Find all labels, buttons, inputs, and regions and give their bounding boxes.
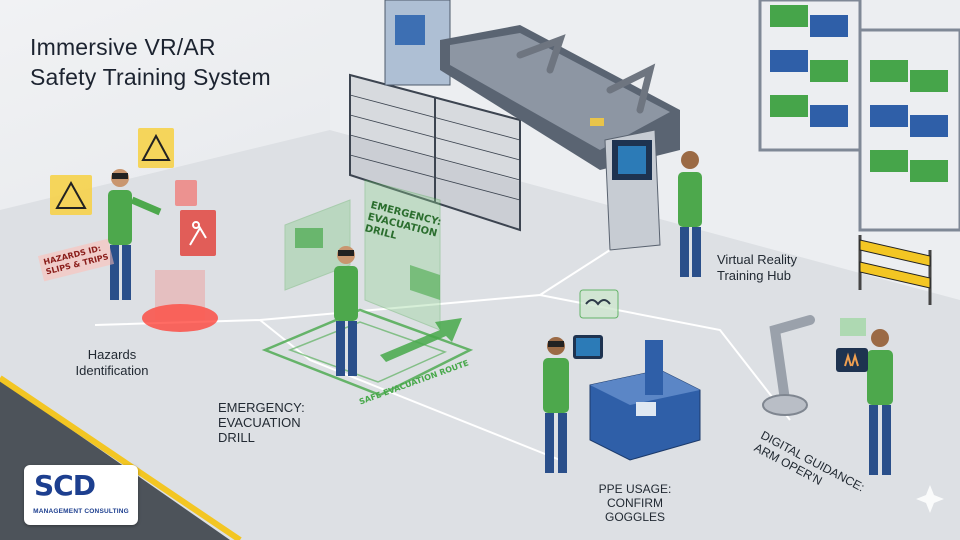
sparkle-icon [916, 485, 944, 513]
emergency-exit-icon [410, 265, 440, 300]
safety-fence [349, 73, 521, 232]
evacuation-arrow [380, 318, 462, 362]
guidance-hologram [840, 318, 866, 336]
hazards-label: Hazards Identification [62, 347, 162, 379]
title-line-2: Safety Training System [30, 64, 271, 90]
hazards-label-line-2: Identification [75, 363, 149, 378]
caution-barrier [858, 235, 932, 305]
trainee-evacuation [334, 246, 358, 376]
trainee-hazards [108, 169, 162, 300]
slip-hazard-icon [189, 221, 207, 246]
ppe-label-line-2: CONFIRM [607, 496, 663, 510]
hand-icon [844, 352, 859, 367]
evac-label-line-1: EMERGENCY: [218, 400, 305, 415]
warning-icon [55, 180, 87, 209]
trainee-ppe [543, 335, 603, 473]
warning-signs [50, 128, 216, 256]
evacuation-label: EMERGENCY: EVACUATION DRILL [218, 400, 305, 445]
company-logo: SCD MANAGEMENT CONSULTING [24, 465, 138, 525]
trainee-guidance [836, 329, 893, 475]
hazards-label-line-1: Hazards [87, 347, 137, 362]
hub-kiosk [604, 129, 661, 251]
hub-label: Virtual Reality Training Hub [717, 252, 797, 284]
hub-label-line-2: Training Hub [717, 268, 791, 283]
robot-arm-guidance [762, 315, 815, 416]
ppe-machine [579, 289, 701, 461]
title-line-1: Immersive VR/AR [30, 34, 216, 60]
robot-arm-conveyor [516, 34, 656, 114]
evacuation-holograms [261, 179, 474, 397]
hazard-hologram-column [155, 270, 205, 320]
conveyor-belt [384, 0, 680, 170]
ppe-label: PPE USAGE: CONFIRM GOGGLES [596, 482, 674, 524]
evac-label-line-2: EVACUATION [218, 415, 301, 430]
page-title: Immersive VR/AR Safety Training System [30, 32, 271, 92]
hub-label-line-1: Virtual Reality [717, 252, 797, 267]
ppe-label-line-1: PPE USAGE: [598, 482, 672, 496]
evac-label-line-3: DRILL [218, 430, 255, 445]
floor-safety-stripe [0, 375, 242, 540]
ppe-label-line-3: GOGGLES [604, 510, 666, 524]
warning-icon [141, 133, 171, 161]
logo-mark: SCD [34, 469, 96, 502]
goggles-icon [585, 299, 611, 306]
logo-subtitle: MANAGEMENT CONSULTING [33, 508, 129, 515]
hazard-floor-glow [142, 304, 218, 332]
floor [0, 130, 960, 540]
storage-shelves [758, 0, 960, 232]
trainer-hub [678, 151, 702, 277]
